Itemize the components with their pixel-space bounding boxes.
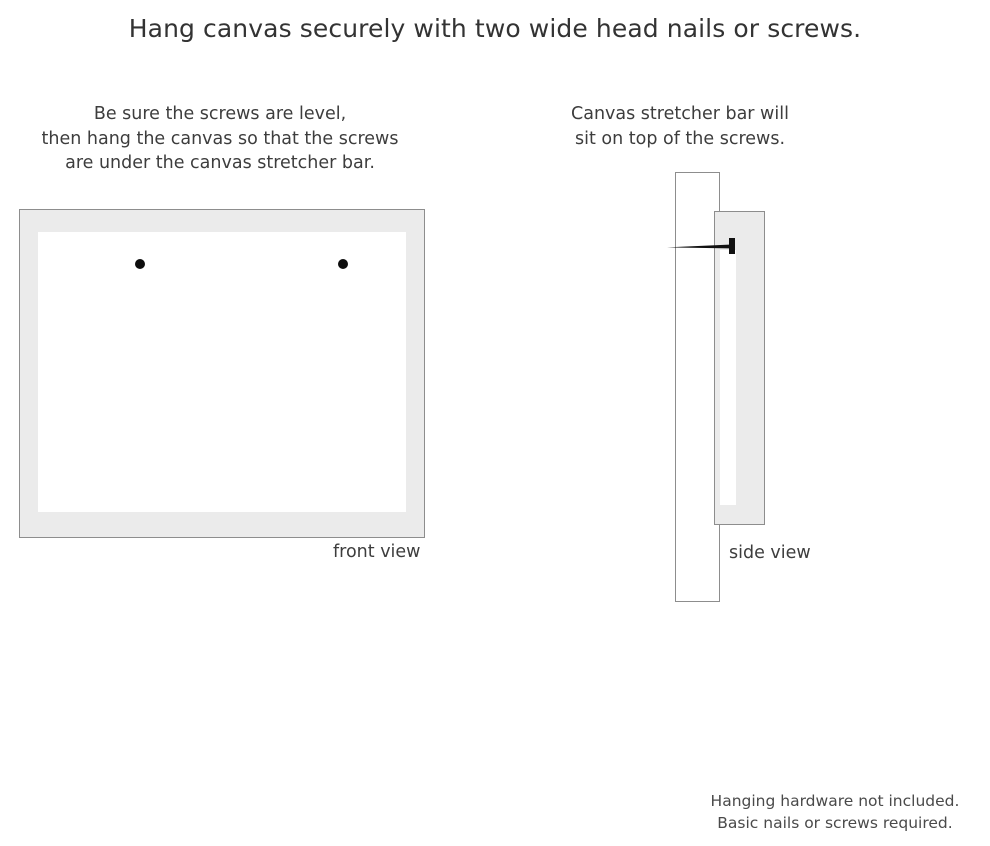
- front-view-label: front view: [333, 542, 421, 562]
- footer-line: Hanging hardware not included.: [710, 792, 960, 810]
- side-view-diagram: [660, 165, 790, 615]
- side-view-label: side view: [729, 543, 811, 563]
- caption-line: Be sure the screws are level,: [93, 104, 347, 124]
- footer-note: Hanging hardware not included. Basic nai…: [690, 790, 980, 834]
- front-view-diagram: [19, 209, 425, 538]
- front-view-caption: Be sure the screws are level, then hang …: [10, 102, 430, 176]
- canvas-face-front: [38, 232, 406, 512]
- wall-section: [675, 172, 720, 602]
- canvas-face-side: [720, 250, 736, 505]
- page-title: Hang canvas securely with two wide head …: [128, 14, 862, 43]
- side-view-caption: Canvas stretcher bar will sit on top of …: [538, 102, 822, 151]
- footer-line: Basic nails or screws required.: [717, 814, 953, 832]
- screw-dot-right-icon: [338, 259, 348, 269]
- nail-icon: [667, 238, 735, 254]
- caption-line: sit on top of the screws.: [574, 128, 786, 149]
- caption-line: then hang the canvas so that the screws: [41, 128, 399, 149]
- screw-dot-left-icon: [135, 259, 145, 269]
- caption-line: are under the canvas stretcher bar.: [65, 153, 375, 173]
- caption-line: Canvas stretcher bar will: [571, 104, 789, 124]
